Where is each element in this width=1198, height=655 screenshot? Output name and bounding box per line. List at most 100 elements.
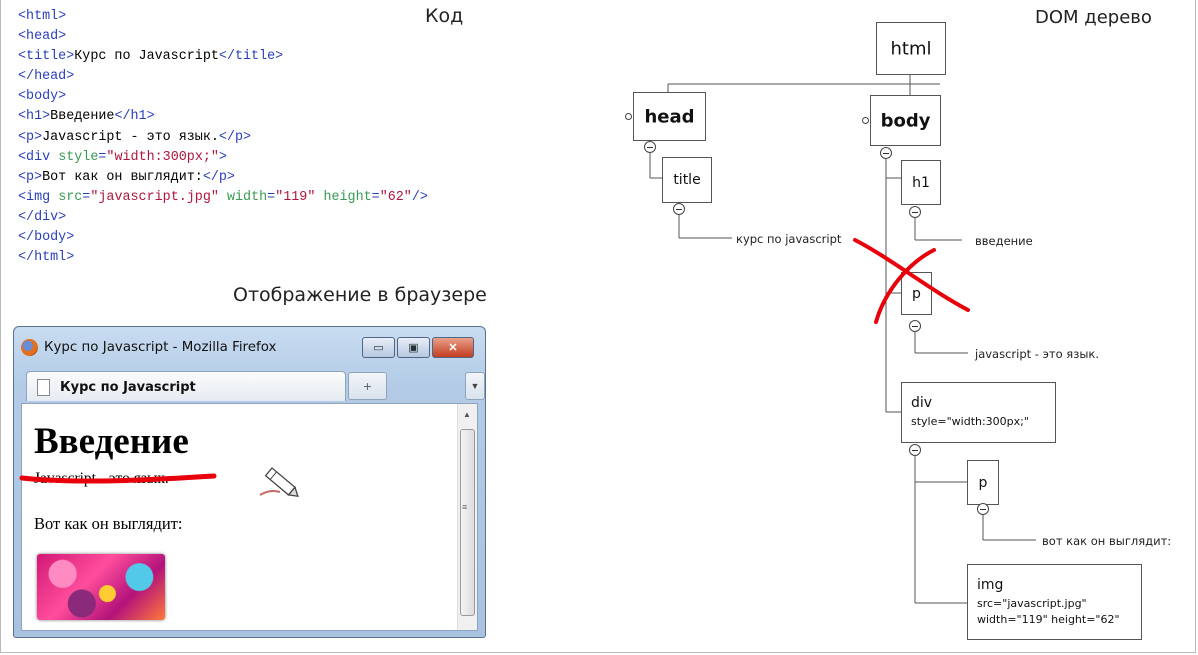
code-token: </head> (18, 69, 75, 85)
scrollbar-thumb[interactable] (460, 429, 475, 616)
dom-node-html: html (876, 22, 946, 75)
code-line: </div> (18, 208, 428, 228)
tab-javascript-course[interactable]: Курс по Javascript (26, 371, 346, 401)
head-collapse-icon[interactable] (644, 141, 656, 153)
tab-strip: Курс по Javascript + ▼ (20, 371, 485, 403)
dom-text-p2: вот как он выглядит: (1042, 534, 1172, 548)
code-line: <title>Курс по Javascript</title> (18, 47, 428, 67)
code-token: <title> (18, 49, 75, 65)
window-titlebar: Курс по Javascript - Mozilla Firefox (21, 339, 277, 356)
tab-list-button[interactable]: ▼ (465, 372, 485, 400)
scroll-up-icon[interactable]: ▲ (463, 410, 471, 419)
code-token: <head> (18, 29, 67, 45)
code-token: <div (18, 149, 59, 165)
code-token: = (267, 189, 276, 205)
h1-collapse-icon[interactable] (909, 206, 921, 218)
plus-icon: + (363, 378, 372, 394)
dom-node-img: img src="javascript.jpg" width="119" hei… (967, 564, 1142, 640)
close-button[interactable]: ✕ (432, 337, 474, 358)
code-line: <head> (18, 27, 428, 47)
code-token: <body> (18, 89, 67, 105)
maximize-icon: ▣ (408, 342, 419, 354)
content-paragraph-2: Вот как он выглядит: (34, 514, 183, 533)
code-line: </body> (18, 228, 428, 248)
tab-label: Курс по Javascript (60, 380, 196, 395)
code-token: <h1> (18, 109, 51, 125)
code-token: <p> (18, 169, 43, 185)
dom-node-body: body (870, 95, 941, 146)
dom-text-title: курс по javascript (736, 232, 842, 246)
window-controls: ▭ ▣ ✕ (362, 337, 474, 358)
code-token: <img (18, 189, 59, 205)
title-collapse-icon[interactable] (673, 203, 685, 215)
code-token: Javascript - это язык. (42, 129, 219, 145)
scroll-grip-icon: ≡ (462, 502, 468, 512)
code-token: Введение (50, 109, 115, 125)
head-connector-dot (625, 113, 632, 120)
code-token: </html> (18, 250, 75, 266)
dom-node-div: div style="width:300px;" (901, 382, 1056, 443)
code-line: <h1>Введение</h1> (18, 107, 428, 127)
p2-collapse-icon[interactable] (977, 503, 989, 515)
code-token: <p> (18, 129, 43, 145)
code-line: <body> (18, 87, 428, 107)
javascript-image (37, 554, 165, 620)
content-heading: Введение (34, 421, 189, 462)
code-token: > (218, 149, 227, 165)
vertical-scrollbar[interactable]: ▲ ≡ (457, 404, 477, 630)
window-title: Курс по Javascript - Mozilla Firefox (44, 340, 277, 355)
code-line: <p>Javascript - это язык.</p> (18, 128, 428, 148)
page-content: Введение Javascript - это язык. Вот как … (21, 403, 478, 631)
html-code-listing: <html> <head> <title>Курс по Javascript</t… (18, 7, 428, 268)
maximize-button[interactable]: ▣ (397, 337, 430, 358)
code-token: = (82, 189, 91, 205)
code-line: <div style="width:300px;"> (18, 148, 428, 168)
div-collapse-icon[interactable] (909, 444, 921, 456)
close-icon: ✕ (448, 342, 458, 354)
new-tab-button[interactable]: + (348, 372, 387, 400)
firefox-icon (21, 339, 38, 356)
minimize-button[interactable]: ▭ (362, 337, 395, 358)
dom-node-h1: h1 (901, 160, 941, 205)
code-token: </p> (202, 169, 235, 185)
dom-node-title: title (662, 157, 712, 203)
code-line: </html> (18, 248, 428, 268)
code-token: src (58, 189, 83, 205)
code-line: </head> (18, 67, 428, 87)
chevron-down-icon: ▼ (470, 381, 480, 391)
dom-text-h1: введение (975, 234, 1033, 248)
dom-node-p2: p (967, 460, 999, 505)
code-token: height (323, 189, 372, 205)
dom-text-p1: javascript - это язык. (975, 347, 1100, 361)
minimize-icon: ▭ (373, 342, 384, 354)
code-token: Вот как он выглядит: (42, 169, 203, 185)
code-token: width (226, 189, 268, 205)
code-heading: Код (425, 5, 464, 27)
dom-node-p1: p (901, 272, 932, 315)
p1-collapse-icon[interactable] (909, 320, 921, 332)
dom-node-head: head (633, 92, 706, 141)
code-token: "119" (275, 189, 316, 205)
code-token: <html> (18, 9, 67, 24)
code-token: </div> (18, 209, 67, 225)
page-icon (37, 379, 50, 396)
code-line: <p>Вот как он выглядит:</p> (18, 168, 428, 188)
body-connector-dot (862, 117, 869, 124)
code-token: = (98, 149, 107, 165)
body-collapse-icon[interactable] (880, 147, 892, 159)
code-token: /> (411, 189, 428, 205)
code-token: "javascript.jpg" (90, 189, 219, 205)
code-line: <html> (18, 7, 428, 27)
code-token: </h1> (114, 109, 155, 125)
code-token: "62" (379, 189, 412, 205)
browser-heading: Отображение в браузере (233, 284, 487, 306)
code-token: = (371, 189, 380, 205)
code-token: </body> (18, 230, 75, 246)
dom-tree-heading: DOM дерево (1035, 7, 1152, 28)
code-token: </p> (218, 129, 252, 145)
code-line: <img src="javascript.jpg" width="119" he… (18, 188, 428, 208)
code-token: </title> (218, 49, 284, 65)
code-token: Курс по Javascript (74, 49, 219, 65)
